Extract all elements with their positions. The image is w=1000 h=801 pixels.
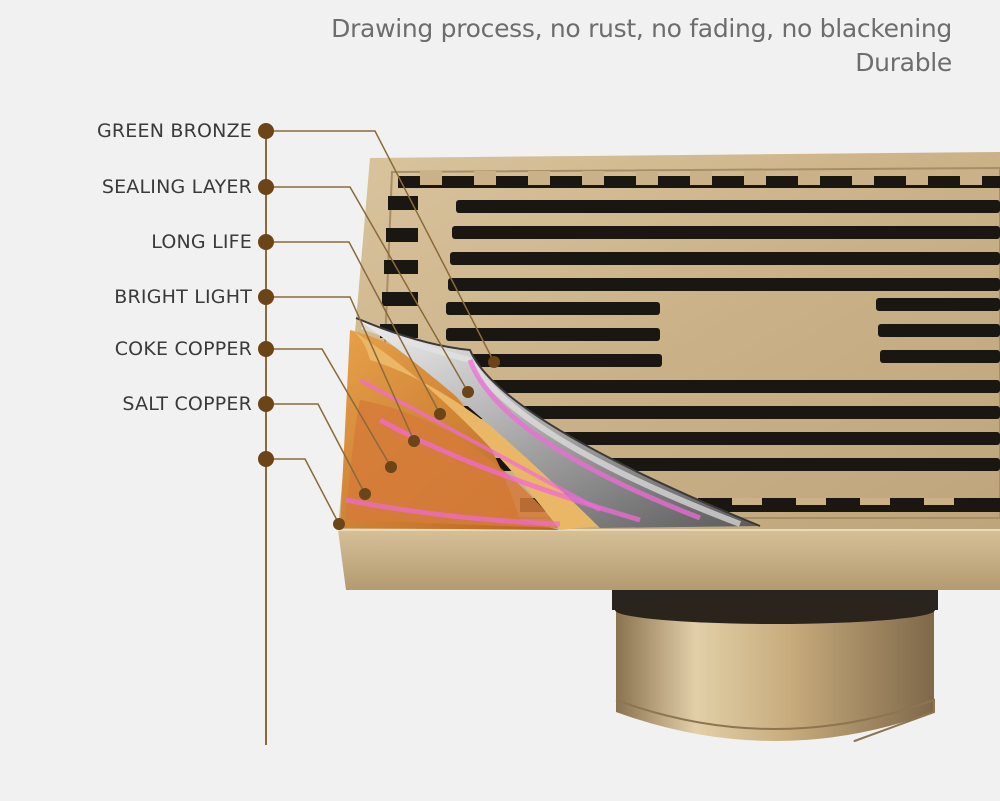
layer-label-green-bronze: GREEN BRONZE (96, 120, 252, 142)
layer-label-coke-copper: COKE COPPER (114, 338, 252, 360)
peeled-layers (340, 317, 761, 530)
layer-label-bright-light: BRIGHT LIGHT (114, 286, 252, 308)
marker-dot (434, 408, 446, 420)
layer-markers (258, 123, 500, 530)
marker-dot (258, 234, 274, 250)
grate-side (338, 530, 1000, 590)
marker-dot (359, 488, 371, 500)
marker-dot (258, 179, 274, 195)
layer-label-salt-copper: SALT COPPER (122, 393, 252, 415)
leader-lines (266, 130, 495, 525)
marker-dot (258, 123, 274, 139)
header-text: Drawing process, no rust, no fading, no … (331, 12, 952, 80)
marker-dot (408, 435, 420, 447)
marker-dot (258, 341, 274, 357)
layer-label-long-life: LONG LIFE (151, 231, 252, 253)
header-line-1: Drawing process, no rust, no fading, no … (331, 14, 952, 43)
layer-label-sealing-layer: SEALING LAYER (101, 176, 252, 198)
marker-dot (258, 289, 274, 305)
header-line-2: Durable (855, 48, 952, 77)
drain-pipe (612, 590, 938, 742)
marker-dot (258, 451, 274, 467)
marker-dot (488, 356, 500, 368)
marker-dot (333, 518, 345, 530)
marker-dot (258, 396, 274, 412)
marker-dot (385, 461, 397, 473)
marker-dot (462, 386, 474, 398)
